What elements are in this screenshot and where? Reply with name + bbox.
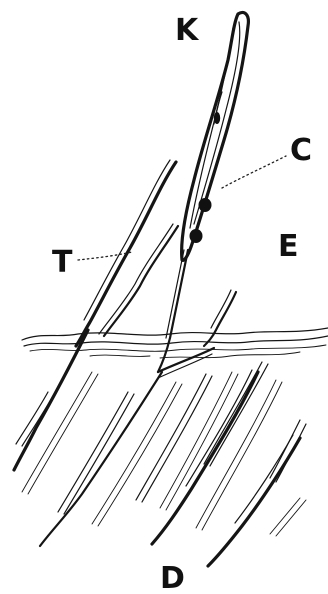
label-t: T	[52, 245, 73, 280]
label-c: C	[290, 133, 312, 168]
label-k: K	[175, 13, 200, 48]
dermis-nerve-fibers	[14, 330, 300, 566]
terminal-nerve-fibers	[76, 160, 236, 346]
epidermis-surface	[22, 328, 328, 358]
nucleus-upper	[214, 112, 220, 124]
nucleus-lower	[190, 229, 203, 243]
elongated-cell	[182, 13, 249, 261]
branching-fiber	[158, 250, 214, 378]
nucleus-middle	[199, 198, 212, 212]
label-d: D	[160, 561, 185, 594]
leader-line-c	[222, 156, 286, 188]
label-e: E	[278, 229, 299, 264]
